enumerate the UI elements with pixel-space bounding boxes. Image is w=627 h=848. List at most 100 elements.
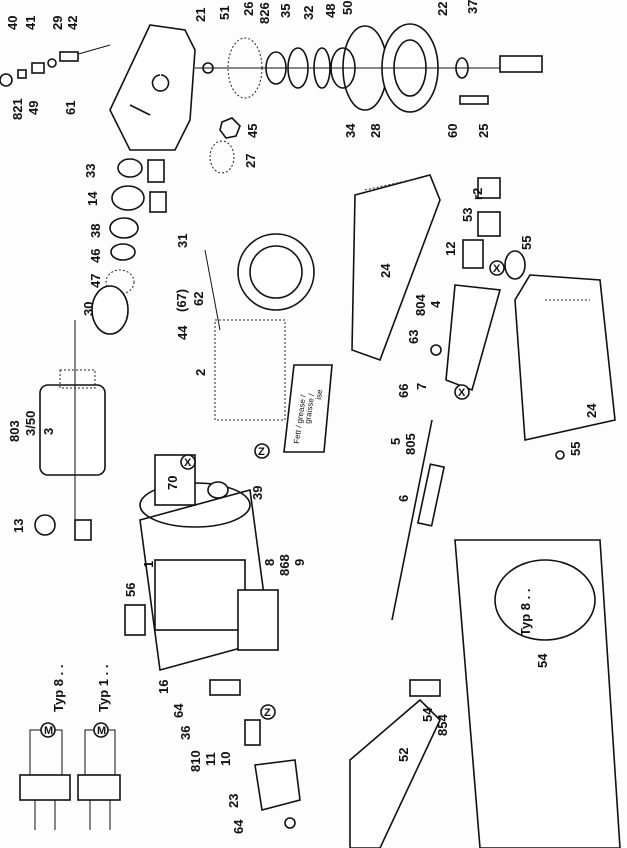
part-label: 821: [10, 98, 25, 120]
part-label: 14: [85, 191, 100, 206]
part-label: 62: [191, 292, 206, 306]
part-label: 31: [175, 234, 190, 248]
part-label: 42: [65, 16, 80, 30]
grease-tube-text: ise: [314, 388, 324, 400]
part-label: 13: [11, 519, 26, 533]
part-label: 804: [413, 294, 428, 316]
marker-x: X: [458, 387, 466, 399]
gear-stack: [195, 23, 543, 113]
part-label: 826: [257, 2, 272, 24]
power-cord: [391, 419, 446, 621]
part-label: 44: [175, 325, 190, 340]
motor-housing: [124, 454, 279, 672]
part-label: r2: [470, 188, 485, 200]
marker-x: X: [493, 263, 501, 275]
gear-housing: [74, 24, 196, 151]
part-label: 38: [88, 224, 103, 238]
type-label: Typ 1 . .: [96, 665, 111, 712]
part-label: 5: [388, 438, 403, 445]
part-label: 45: [245, 124, 260, 138]
part-label: 66: [396, 384, 411, 398]
part-label: 41: [23, 16, 38, 30]
connection-markers: X Z Z X X: [180, 260, 505, 720]
part-label: 49: [26, 101, 41, 115]
grease-tube: Fett / grease / graisse / ise: [283, 364, 333, 453]
switch-parts-bottom: [209, 679, 301, 829]
part-label: (67): [174, 289, 189, 312]
grease-tube-text: graisse /: [303, 392, 316, 424]
part-label: 35: [278, 4, 293, 18]
part-label: 27: [243, 154, 258, 168]
typ8-assembly-views: [349, 539, 621, 848]
part-label: 26: [241, 2, 256, 16]
part-label: 39: [250, 486, 265, 500]
handle-upper: [351, 174, 441, 362]
part-label: 6: [396, 495, 411, 502]
part-label: 21: [193, 8, 208, 22]
marker-z: Z: [258, 446, 265, 458]
part-label: 805: [403, 433, 418, 455]
stator: [204, 233, 315, 421]
part-label: 3: [41, 428, 56, 435]
part-label: 63: [406, 330, 421, 344]
part-label: 9: [292, 559, 307, 566]
part-number-labels: 40 41 29 42 821 49 61 21 51 26 826 35 32…: [5, 0, 599, 834]
small-parts-top-left: [0, 51, 79, 87]
armature-bearings: [91, 158, 167, 335]
type-labels: Typ 8 . . Typ 1 . . Typ 8 . .: [51, 589, 533, 712]
armature: [34, 320, 106, 541]
part-label: 2: [193, 369, 208, 376]
part-label: 55: [568, 442, 583, 456]
part-label: 30: [81, 302, 96, 316]
part-label: 24: [378, 263, 393, 278]
part-label: 28: [368, 124, 383, 138]
part-label: 36: [178, 726, 193, 740]
marker-z: Z: [264, 707, 271, 719]
type-label: Typ 8 . .: [518, 589, 533, 636]
switch-assembly: [430, 177, 526, 392]
part-label: 61: [63, 101, 78, 115]
part-label: 33: [83, 164, 98, 178]
part-label: 54: [535, 653, 550, 668]
part-label: 56: [123, 583, 138, 597]
part-label: 24: [584, 403, 599, 418]
part-label: 7: [414, 383, 429, 390]
part-label: 22: [435, 2, 450, 16]
part-label: 23: [226, 794, 241, 808]
marker-x: X: [184, 457, 192, 469]
part-label: 54: [420, 707, 435, 722]
motor-symbol-label: M: [44, 725, 53, 737]
part-label: 11: [203, 752, 218, 766]
part-label: 868: [277, 554, 292, 576]
part-label: 47: [88, 274, 103, 288]
part-label: 55: [519, 236, 534, 250]
part-label: 34: [343, 123, 358, 138]
handle-lower: [514, 274, 616, 460]
part-label: 16: [156, 680, 171, 694]
part-label: 50: [340, 1, 355, 15]
nut-and-pinion: [209, 117, 241, 174]
part-label: 52: [396, 748, 411, 762]
part-label: 29: [50, 16, 65, 30]
part-label: 46: [88, 249, 103, 263]
part-label: 48: [323, 4, 338, 18]
part-label: 803: [7, 420, 22, 442]
part-label: 3/50: [23, 411, 38, 436]
part-label: 37: [465, 0, 480, 14]
part-label: 70: [165, 476, 180, 490]
part-label: 10: [218, 752, 233, 766]
wiring-schematic-typ1: M: [77, 722, 121, 830]
part-label: 854: [435, 714, 450, 736]
part-label: 60: [445, 124, 460, 138]
part-label: 4: [428, 300, 443, 308]
part-label: 64: [171, 703, 186, 718]
motor-symbol-label: M: [97, 725, 106, 737]
wiring-schematic-typ8: M: [19, 722, 71, 830]
part-label: 8: [262, 559, 277, 566]
type-label: Typ 8 . .: [51, 665, 66, 712]
part-label: 32: [301, 6, 316, 20]
part-label: 64: [231, 819, 246, 834]
part-label: 1: [141, 561, 156, 568]
part-label: 12: [443, 242, 458, 256]
